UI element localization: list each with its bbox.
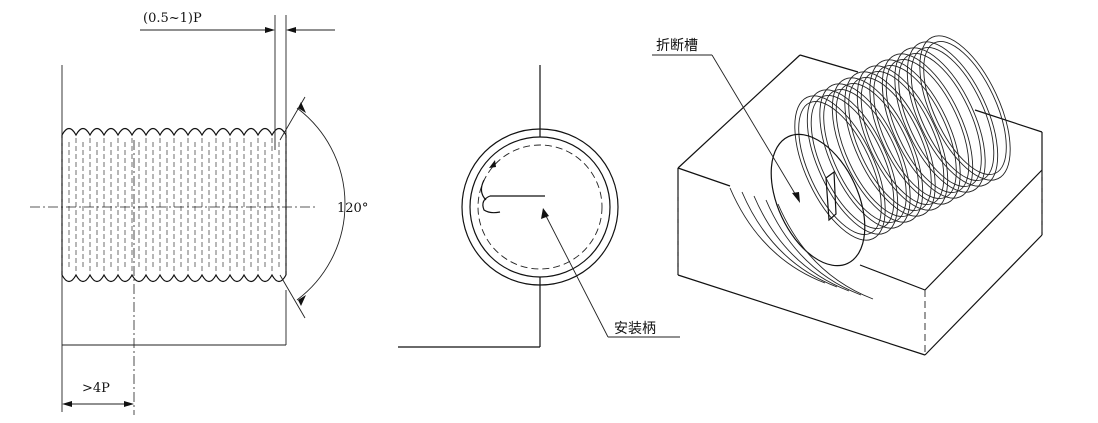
insert-isometric-view: 折断槽: [652, 35, 1043, 356]
coil-turn: [894, 47, 986, 193]
coil-turn: [798, 101, 882, 235]
coil-turn: [856, 65, 949, 211]
coil-turn: [823, 89, 907, 223]
coil-turn: [873, 65, 957, 199]
coil-turn: [898, 53, 982, 187]
tang-label: 安装柄: [614, 321, 656, 337]
coil-turn: [794, 95, 886, 241]
insert-end-view: 安装柄: [398, 65, 680, 348]
angle-label: 120°: [337, 201, 368, 216]
coil-turn: [806, 89, 899, 235]
coil-turn: [869, 59, 961, 205]
coil-turn: [835, 83, 920, 217]
notch-label: 折断槽: [656, 38, 698, 54]
coil-turn: [819, 83, 911, 229]
coil-turn: [923, 41, 1007, 175]
cut-coil: [729, 187, 826, 284]
front-coil: [770, 133, 866, 267]
coil-turn: [885, 59, 970, 193]
coil-turn: [844, 71, 936, 217]
cut-coil: [777, 203, 874, 300]
cut-coil: [741, 191, 838, 288]
coil-turn: [860, 71, 945, 205]
coil-turn: [881, 53, 974, 199]
coil-turn: [848, 77, 932, 211]
length-min-label: >4P: [82, 381, 110, 396]
coil-turn: [810, 95, 895, 229]
cut-coil: [753, 195, 850, 292]
coil-turn: [906, 41, 999, 187]
insert-side-view: (0.5~1)P >4P 120°: [30, 11, 368, 415]
pitch-range-label: (0.5~1)P: [143, 11, 202, 26]
coil-turn: [919, 35, 1011, 181]
cut-coil: [765, 199, 862, 296]
coil-turn: [831, 77, 924, 223]
coil-turn: [910, 47, 995, 181]
